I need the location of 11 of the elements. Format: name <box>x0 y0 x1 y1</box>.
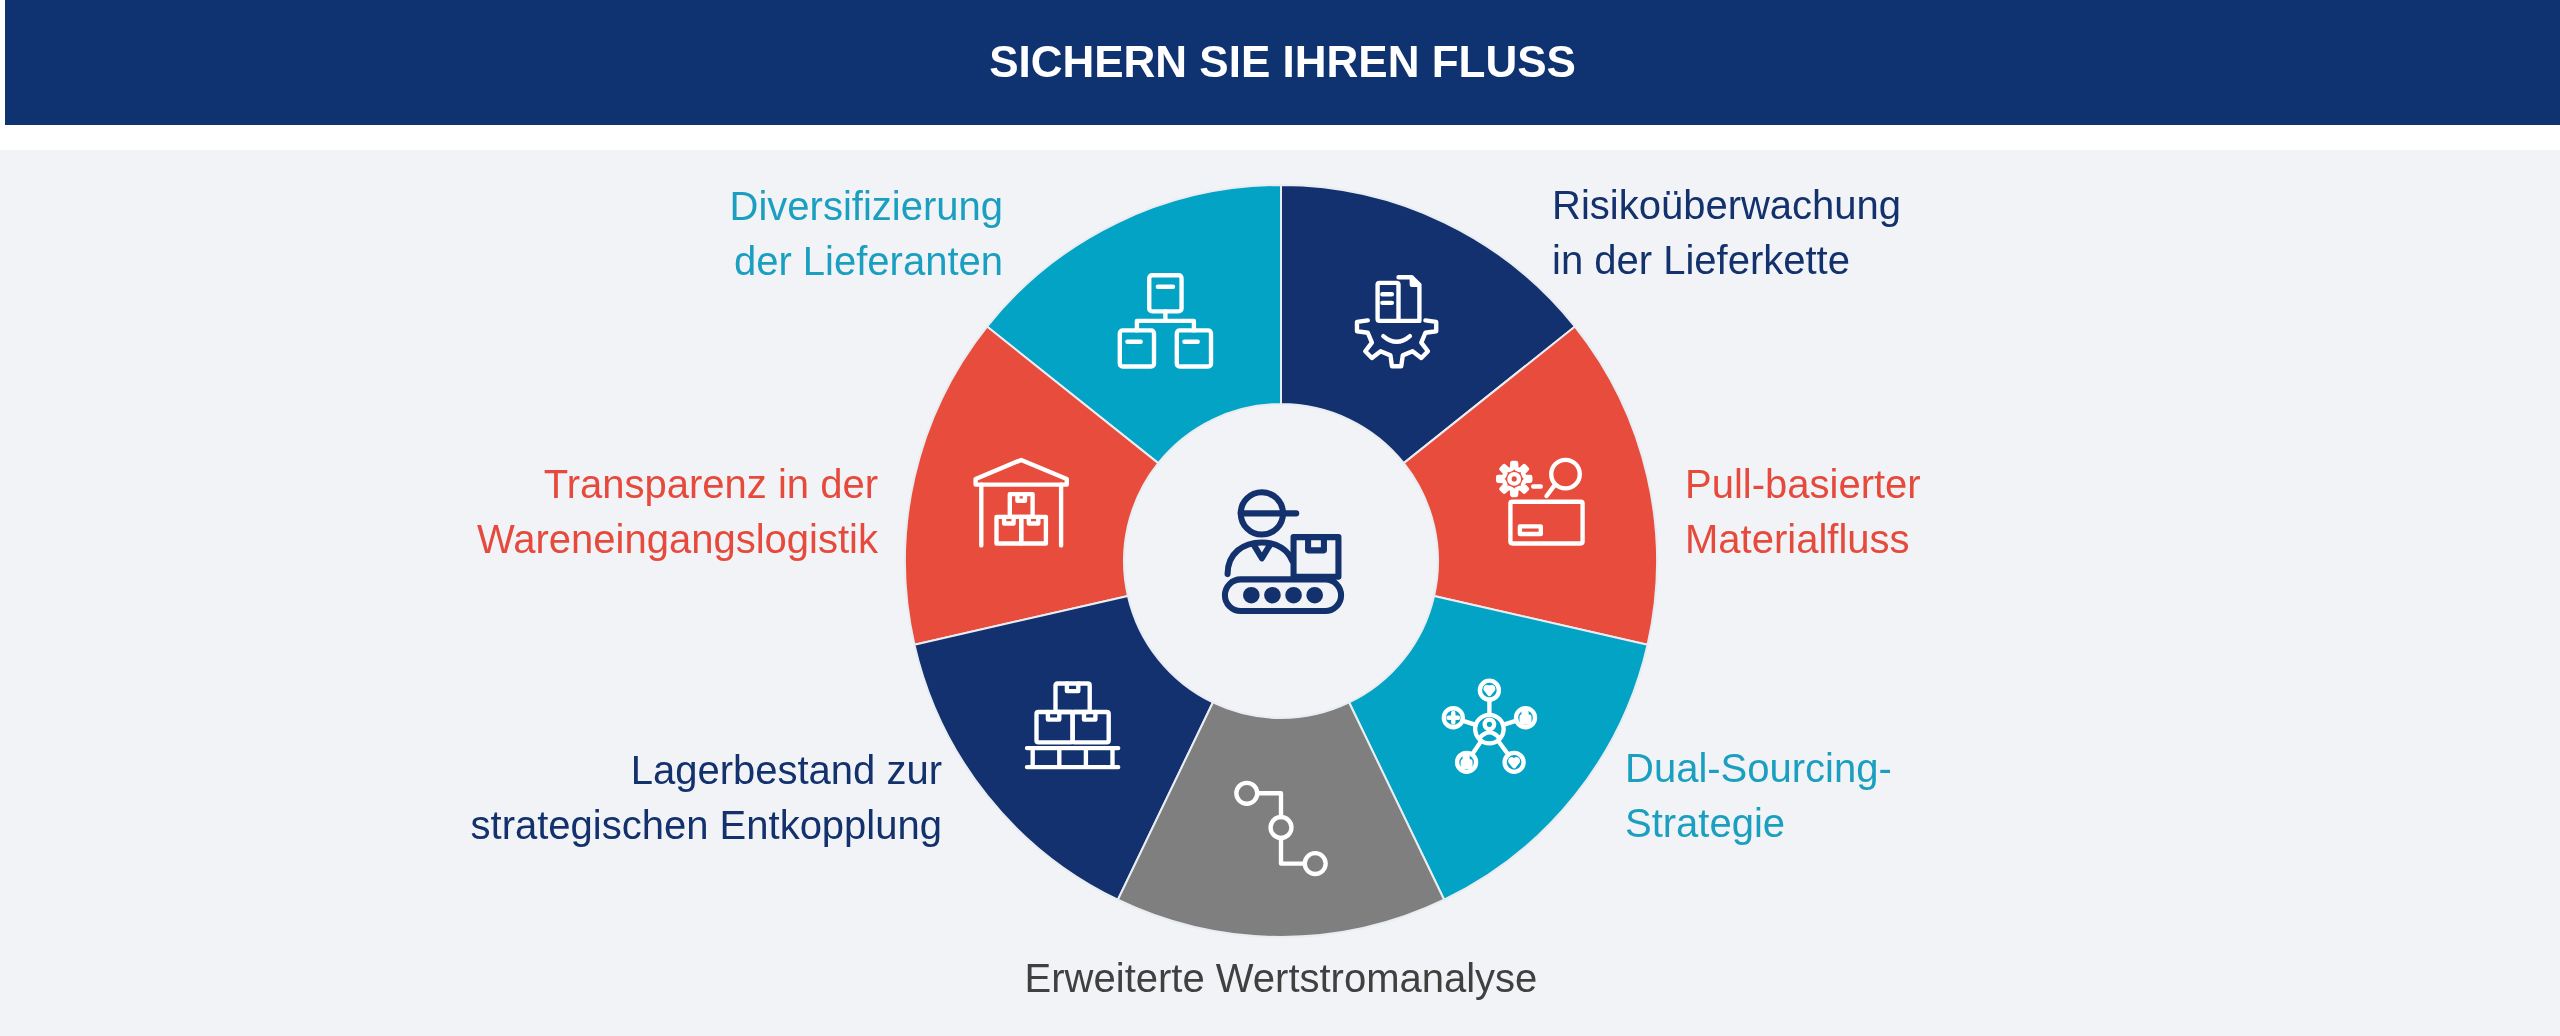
segment-label: Dual-Sourcing-Strategie <box>1625 746 1892 845</box>
donut-segment <box>1116 701 1446 938</box>
segment-label: Risikoüberwachung in der Lieferkette <box>1552 183 1902 282</box>
segment-label: Lagerbestand zur strategischen Entkopplung <box>470 748 942 847</box>
segment-label: Diversifizierung der Lieferanten <box>729 184 1003 283</box>
donut-segment <box>1402 325 1658 646</box>
title: SICHERN SIE IHREN FLUSS <box>989 37 1576 88</box>
donut-segment <box>904 325 1160 646</box>
segment-label: Erweiterte Wertstromanalyse <box>1024 956 1538 1000</box>
segment-label: Transparenz in der Wareneingangslogistik <box>477 462 878 561</box>
segment-label: Pull-basierter Materialfluss <box>1685 462 1921 561</box>
